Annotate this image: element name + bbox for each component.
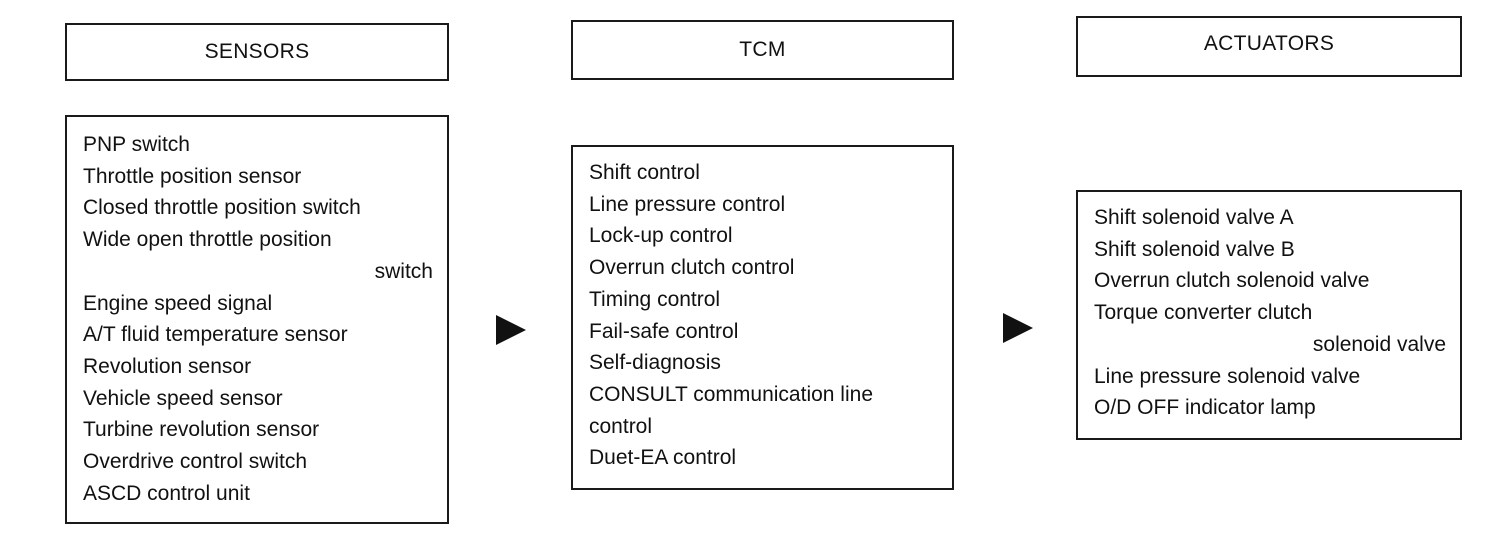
list-item: solenoid valve <box>1312 332 1446 356</box>
list-item: Timing control <box>589 287 721 311</box>
list-item: Shift solenoid valve A <box>1094 206 1294 229</box>
list-item: Overdrive control switch <box>83 450 308 474</box>
list-item: Engine speed signal <box>83 291 273 315</box>
sensors-header: SENSORS <box>65 23 449 81</box>
flow-arrow-tcm-to-actuators <box>1003 313 1033 343</box>
list-item: Line pressure control <box>589 192 786 216</box>
list-item: CONSULT communication line <box>589 382 873 406</box>
list-item: Vehicle speed sensor <box>83 386 283 410</box>
flow-arrow-sensors-to-tcm <box>496 315 526 345</box>
list-item: A/T fluid temperature sensor <box>83 323 348 347</box>
list-item: PNP switch <box>83 133 190 156</box>
list-item: Line pressure solenoid valve <box>1094 364 1361 388</box>
actuators-list-box: Shift solenoid valve A Shift solenoid va… <box>1076 190 1462 440</box>
sensors-list-box: PNP switch Throttle position sensor Clos… <box>65 115 449 524</box>
tcm-list-box: Shift control Line pressure control Lock… <box>571 145 954 490</box>
list-item: Wide open throttle position <box>83 228 332 252</box>
list-item: Overrun clutch control <box>589 256 795 280</box>
list-item: Overrun clutch solenoid valve <box>1094 269 1370 293</box>
list-item: Lock-up control <box>589 224 733 248</box>
list-item: Duet-EA control <box>589 446 737 470</box>
list-item: Turbine revolution sensor <box>83 418 320 442</box>
list-item: Revolution sensor <box>83 354 252 378</box>
list-item: Torque converter clutch <box>1094 301 1313 325</box>
tcm-title: TCM <box>739 38 786 61</box>
tcm-header: TCM <box>571 20 954 80</box>
list-item: Shift solenoid valve B <box>1094 237 1295 261</box>
list-item: Self-diagnosis <box>589 351 721 375</box>
list-item: ASCD control unit <box>83 481 250 505</box>
list-item: Fail-safe control <box>589 319 739 343</box>
sensors-title: SENSORS <box>204 40 310 63</box>
list-item: switch <box>374 259 433 283</box>
list-item: Throttle position sensor <box>83 164 302 188</box>
actuators-header: ACTUATORS <box>1076 16 1462 77</box>
actuators-title: ACTUATORS <box>1203 32 1335 55</box>
list-item: O/D OFF indicator lamp <box>1094 396 1316 420</box>
list-item: control <box>589 414 653 438</box>
list-item: Closed throttle position switch <box>83 196 361 220</box>
list-item: Shift control <box>589 161 700 184</box>
